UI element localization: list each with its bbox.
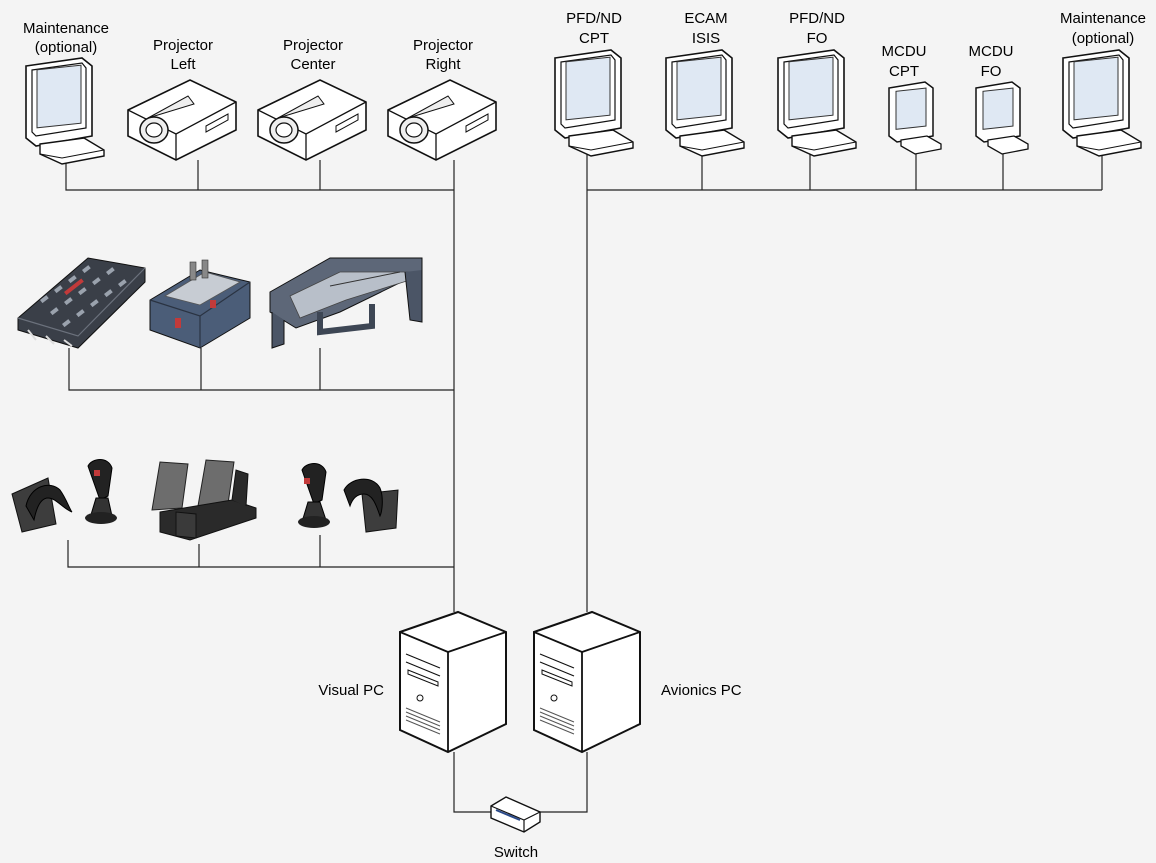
pfd-nd-fo-label-line1: PFD/ND bbox=[789, 10, 845, 27]
mcdu-fo-monitor: MCDU FO bbox=[969, 43, 1029, 155]
projector-icon bbox=[127, 79, 237, 161]
mcdu-fo-label-line1: MCDU bbox=[969, 43, 1014, 60]
connection-lines bbox=[65, 147, 1103, 813]
tower-pc-icon bbox=[533, 611, 641, 753]
ecam-isis-label-line1: ECAM bbox=[684, 10, 727, 27]
projector-right-label-line2: Right bbox=[425, 56, 461, 73]
projector-icon bbox=[387, 79, 497, 161]
pfd-nd-cpt-monitor: PFD/ND CPT bbox=[554, 10, 634, 157]
sidestick-left-base-icon bbox=[11, 477, 73, 533]
sidestick-left-icon bbox=[85, 459, 117, 524]
overhead-panel-icon bbox=[17, 257, 146, 349]
network-switch-icon bbox=[490, 796, 541, 833]
avionics-pc-label: Avionics PC bbox=[661, 682, 742, 699]
maintenance-right-label-line1: Maintenance bbox=[1060, 10, 1146, 27]
projector-center: Projector Center bbox=[257, 37, 367, 161]
ecam-isis-monitor: ECAM ISIS bbox=[665, 10, 745, 157]
maintenance-left-label-line1: Maintenance bbox=[23, 20, 109, 37]
sidestick-right-icon bbox=[298, 463, 330, 528]
monitor-icon bbox=[665, 49, 745, 157]
pfd-nd-cpt-label-line1: PFD/ND bbox=[566, 10, 622, 27]
pfd-nd-cpt-label-line2: CPT bbox=[579, 30, 609, 47]
switch-label: Switch bbox=[494, 844, 538, 861]
tower-pc-icon bbox=[399, 611, 507, 753]
pfd-nd-fo-monitor: PFD/ND FO bbox=[777, 10, 857, 157]
maintenance-right-monitor: Maintenance (optional) bbox=[1060, 10, 1146, 157]
visual-pc-label: Visual PC bbox=[318, 682, 384, 699]
monitor-icon bbox=[1062, 49, 1142, 157]
pedestal-icon bbox=[149, 259, 251, 349]
mcdu-fo-label-line2: FO bbox=[981, 63, 1002, 80]
mcdu-cpt-monitor: MCDU CPT bbox=[882, 43, 942, 155]
projector-right: Projector Right bbox=[387, 37, 497, 161]
visual-pc: Visual PC bbox=[318, 611, 507, 753]
avionics-pc: Avionics PC bbox=[533, 611, 742, 753]
projector-right-label-line1: Projector bbox=[413, 37, 473, 54]
mcdu-cpt-label-line1: MCDU bbox=[882, 43, 927, 60]
monitor-icon bbox=[777, 49, 857, 157]
ecam-isis-label-line2: ISIS bbox=[692, 30, 720, 47]
maintenance-left-label-line2: (optional) bbox=[35, 39, 98, 56]
projector-center-label-line1: Projector bbox=[283, 37, 343, 54]
network-switch: Switch bbox=[490, 796, 541, 861]
pfd-nd-fo-label-line2: FO bbox=[807, 30, 828, 47]
maintenance-right-label-line2: (optional) bbox=[1072, 30, 1135, 47]
glareshield-icon bbox=[269, 257, 423, 349]
projector-left-label-line1: Projector bbox=[153, 37, 213, 54]
projector-icon bbox=[257, 79, 367, 161]
monitor-icon bbox=[888, 81, 942, 155]
mcdu-cpt-label-line2: CPT bbox=[889, 63, 919, 80]
maintenance-left-monitor: Maintenance (optional) bbox=[23, 20, 109, 165]
projector-center-label-line2: Center bbox=[290, 56, 335, 73]
projector-left-label-line2: Left bbox=[170, 56, 196, 73]
monitor-icon bbox=[25, 57, 105, 165]
monitor-icon bbox=[554, 49, 634, 157]
sidestick-right-base-icon bbox=[343, 478, 399, 533]
rudder-pedals-icon bbox=[151, 459, 257, 541]
projector-left: Projector Left bbox=[127, 37, 237, 161]
monitor-icon bbox=[975, 81, 1029, 155]
